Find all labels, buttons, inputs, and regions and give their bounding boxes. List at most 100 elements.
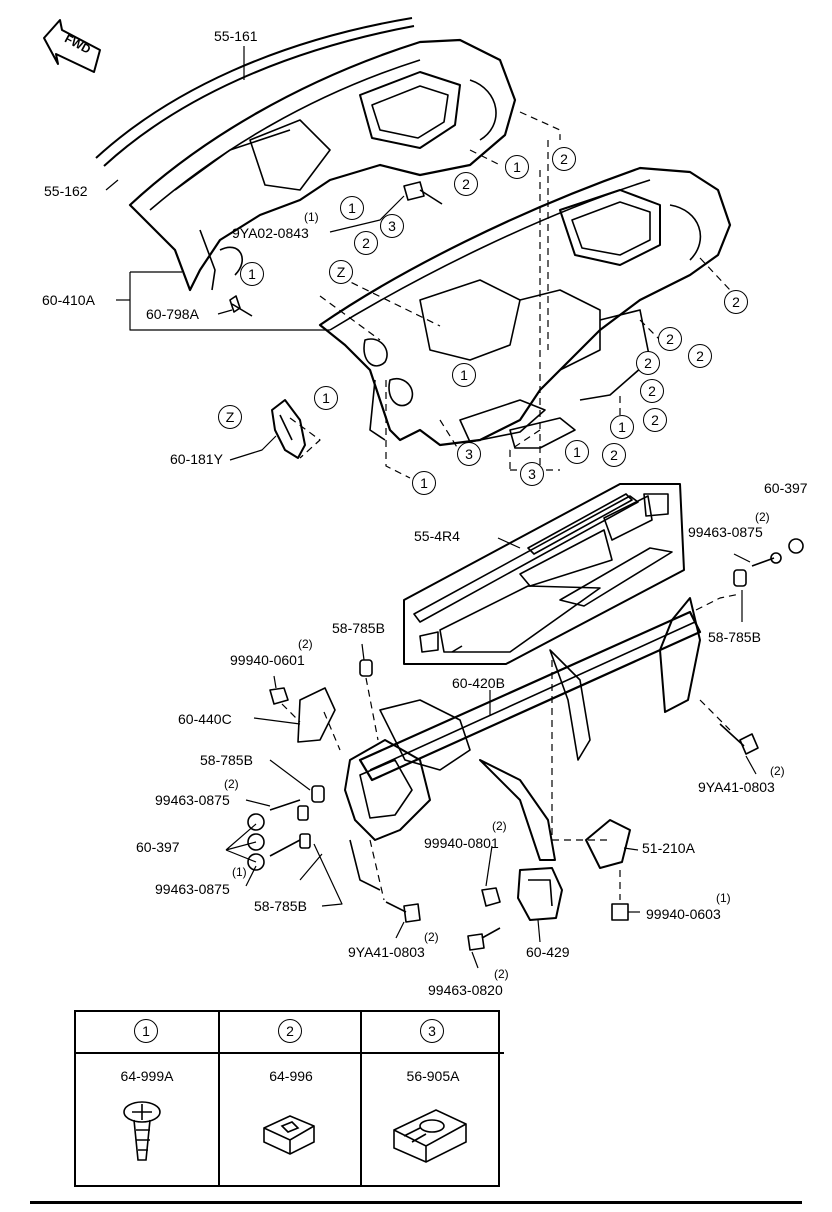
qty-99463-0875-a: (2) bbox=[224, 777, 239, 791]
bolts-and-nuts-left bbox=[247, 799, 311, 871]
legend-column: 2 64-996 bbox=[218, 1012, 362, 1185]
legend-header: 3 bbox=[362, 1012, 504, 1054]
cross-car-beam bbox=[297, 597, 702, 891]
clip-56-905A-icon bbox=[393, 1109, 467, 1163]
label-60-410A: 60-410A bbox=[42, 292, 95, 308]
bolt-9YA02-0843 bbox=[403, 181, 443, 205]
nut-99940-0603 bbox=[611, 903, 629, 921]
defroster-strip bbox=[95, 17, 415, 167]
legend-column: 3 56-905A bbox=[360, 1012, 504, 1185]
callout-2: 2 bbox=[643, 408, 667, 432]
label-60-420B: 60-420B bbox=[452, 675, 505, 691]
callout-3: 3 bbox=[520, 462, 544, 486]
legend-key: 3 bbox=[420, 1019, 444, 1043]
legend-key: 1 bbox=[134, 1019, 158, 1043]
grommet-58-785B-right bbox=[733, 569, 747, 587]
bottom-rule bbox=[30, 1201, 802, 1204]
bolt-9YA41-0803-low bbox=[385, 901, 421, 923]
label-55-161: 55-161 bbox=[214, 28, 258, 44]
callout-1: 1 bbox=[314, 386, 338, 410]
clip-64-996-icon bbox=[263, 1115, 315, 1155]
label-99463-0875-top: 99463-0875 bbox=[688, 524, 763, 540]
callout-3: 3 bbox=[457, 442, 481, 466]
label-99463-0820: 99463-0820 bbox=[428, 982, 503, 998]
legend-part-number: 56-905A bbox=[406, 1068, 460, 1084]
callout-2: 2 bbox=[354, 231, 378, 255]
callout-1: 1 bbox=[412, 471, 436, 495]
legend-key: 2 bbox=[278, 1019, 302, 1043]
grommet-58-785B-left bbox=[311, 785, 325, 803]
legend-part-number: 64-999A bbox=[120, 1068, 174, 1084]
label-60-181Y: 60-181Y bbox=[170, 451, 223, 467]
callout-2: 2 bbox=[454, 172, 478, 196]
qty-9YA41-0803-right: (2) bbox=[770, 764, 785, 778]
bolt-99463-0820 bbox=[467, 927, 501, 951]
callout-2: 2 bbox=[636, 351, 660, 375]
label-9YA02-0843: 9YA02-0843 bbox=[232, 225, 309, 241]
bolt-9YA41-0803-right bbox=[719, 723, 759, 755]
bracket-51-210A bbox=[585, 819, 631, 869]
callout-1: 1 bbox=[505, 155, 529, 179]
qty-9YA02-0843: (1) bbox=[304, 210, 319, 224]
qty-99463-0875-top: (2) bbox=[755, 510, 770, 524]
qty-99463-0875-b: (1) bbox=[232, 865, 247, 879]
label-58-785B-mid: 58-785B bbox=[332, 620, 385, 636]
label-60-429: 60-429 bbox=[526, 944, 570, 960]
label-99940-0603: 99940-0603 bbox=[646, 906, 721, 922]
fwd-arrow-icon bbox=[43, 19, 101, 73]
label-99463-0875-a: 99463-0875 bbox=[155, 792, 230, 808]
dashboard-upper-panel bbox=[128, 38, 517, 292]
qty-99463-0820: (2) bbox=[494, 967, 509, 981]
label-9YA41-0803-right: 9YA41-0803 bbox=[698, 779, 775, 795]
legend-header: 2 bbox=[220, 1012, 362, 1054]
callout-2: 2 bbox=[658, 327, 682, 351]
label-58-785B-right: 58-785B bbox=[708, 629, 761, 645]
legend-column: 1 64-999A bbox=[76, 1012, 218, 1185]
legend-part-number: 64-996 bbox=[269, 1068, 313, 1084]
callout-2: 2 bbox=[552, 147, 576, 171]
legend-table: 1 64-999A 2 64-996 3 56-905A bbox=[74, 1010, 504, 1187]
view-marker-z-lower: Z bbox=[218, 405, 242, 429]
callout-1: 1 bbox=[610, 415, 634, 439]
label-99940-0601: 99940-0601 bbox=[230, 652, 305, 668]
qty-99940-0603: (1) bbox=[716, 891, 731, 905]
label-60-397-left: 60-397 bbox=[136, 839, 180, 855]
label-58-785B-left: 58-785B bbox=[200, 752, 253, 768]
qty-99940-0801: (2) bbox=[492, 819, 507, 833]
callout-2: 2 bbox=[724, 290, 748, 314]
view-marker-z-upper: Z bbox=[329, 260, 353, 284]
callout-2: 2 bbox=[602, 443, 626, 467]
callout-1: 1 bbox=[340, 196, 364, 220]
label-55-162: 55-162 bbox=[44, 183, 88, 199]
grommet-58-785B-mid bbox=[359, 659, 373, 677]
qty-9YA41-0803-low: (2) bbox=[424, 930, 439, 944]
leader-lines bbox=[105, 46, 757, 969]
nut-99940-0801 bbox=[481, 887, 501, 907]
bracket-60-429 bbox=[517, 867, 563, 921]
label-60-798A: 60-798A bbox=[146, 306, 199, 322]
callout-2: 2 bbox=[640, 379, 664, 403]
label-60-397-top: 60-397 bbox=[764, 480, 808, 496]
qty-99940-0601: (2) bbox=[298, 637, 313, 651]
label-9YA41-0803-low: 9YA41-0803 bbox=[348, 944, 425, 960]
label-51-210A: 51-210A bbox=[642, 840, 695, 856]
legend-header: 1 bbox=[76, 1012, 218, 1054]
callout-1: 1 bbox=[240, 262, 264, 286]
callout-1: 1 bbox=[452, 363, 476, 387]
pin-60-798A bbox=[229, 295, 253, 317]
label-60-440C: 60-440C bbox=[178, 711, 232, 727]
nut-99940-0601 bbox=[269, 687, 289, 705]
clip-64-999A-icon bbox=[123, 1101, 161, 1161]
label-99463-0875-b: 99463-0875 bbox=[155, 881, 230, 897]
label-99940-0801: 99940-0801 bbox=[424, 835, 499, 851]
label-55-4R4: 55-4R4 bbox=[414, 528, 460, 544]
bolt-99463-0875-top bbox=[751, 552, 782, 567]
callout-2: 2 bbox=[688, 344, 712, 368]
dashboard-lower-body bbox=[318, 166, 732, 449]
callout-1: 1 bbox=[565, 440, 589, 464]
insulator-kit bbox=[403, 483, 685, 665]
nut-60-397-top bbox=[788, 538, 804, 554]
callout-3: 3 bbox=[380, 214, 404, 238]
label-58-785B-low: 58-785B bbox=[254, 898, 307, 914]
